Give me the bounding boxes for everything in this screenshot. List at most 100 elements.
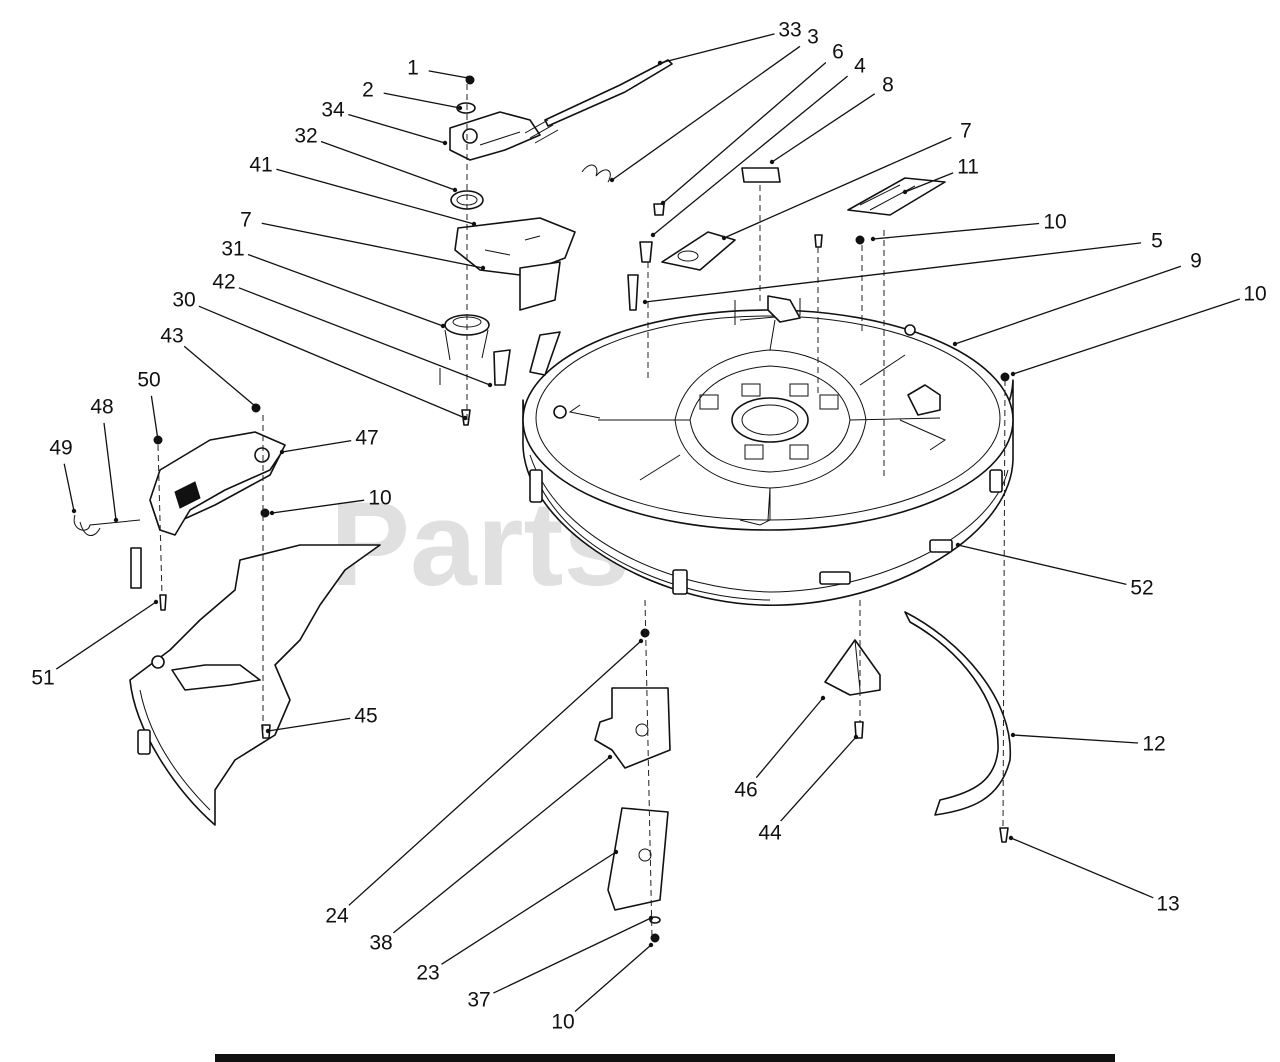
leader-line xyxy=(493,917,652,994)
callout-49: 49 xyxy=(49,437,77,514)
leader-line xyxy=(1012,734,1139,744)
leader-tip xyxy=(462,415,468,421)
callout-51: 51 xyxy=(31,599,159,690)
callout-10: 10 xyxy=(1010,283,1267,377)
deck-baffle-left xyxy=(129,544,381,826)
leader-tip xyxy=(471,221,477,227)
leader-line xyxy=(441,851,617,965)
callout-number: 44 xyxy=(758,822,782,845)
callout-50: 50 xyxy=(137,369,161,443)
leader-line xyxy=(659,33,775,64)
leader-tip xyxy=(613,849,619,855)
leader-tip xyxy=(1008,835,1014,841)
leader-tip xyxy=(279,449,285,455)
leader-line xyxy=(662,62,827,204)
callout-44: 44 xyxy=(758,734,859,845)
callout-number: 9 xyxy=(1190,250,1202,273)
leader-line xyxy=(348,640,642,906)
callout-number: 50 xyxy=(137,369,160,392)
callout-42: 42 xyxy=(212,271,493,388)
callout-52: 52 xyxy=(955,542,1154,600)
leader-line xyxy=(55,601,157,670)
leader-tip xyxy=(480,265,486,271)
leader-line xyxy=(644,242,1142,303)
leader-line xyxy=(261,222,484,269)
callout-number: 2 xyxy=(362,79,374,102)
callout-number: 10 xyxy=(368,487,391,510)
decals-and-shields xyxy=(627,167,1010,382)
leader-line xyxy=(904,172,954,193)
leader-tip xyxy=(820,695,826,701)
leader-tip xyxy=(952,341,958,347)
leader-line xyxy=(383,92,461,109)
leader-tip xyxy=(113,517,119,523)
callout-number: 41 xyxy=(249,154,272,177)
leader-tip xyxy=(721,235,727,241)
callout-23: 23 xyxy=(416,849,619,985)
callout-number: 51 xyxy=(31,667,54,690)
callout-7: 7 xyxy=(240,209,486,271)
callout-10: 10 xyxy=(551,942,654,1034)
leader-tip xyxy=(642,299,648,305)
leader-line xyxy=(957,544,1127,586)
leader-tip xyxy=(660,200,666,206)
leader-line xyxy=(723,136,952,239)
leader-line xyxy=(238,287,491,386)
leader-line xyxy=(755,697,824,779)
leader-tip xyxy=(457,105,463,111)
leader-line xyxy=(954,265,1182,345)
callout-number: 47 xyxy=(355,427,378,450)
leader-tip xyxy=(487,382,493,388)
callout-number: 7 xyxy=(960,120,972,143)
callout-number: 10 xyxy=(1243,283,1266,306)
callout-number: 31 xyxy=(221,238,244,261)
leader-tip xyxy=(870,236,876,242)
leader-tip xyxy=(955,542,961,548)
callout-number: 12 xyxy=(1142,733,1165,756)
leader-tip xyxy=(638,638,644,644)
callout-number: 37 xyxy=(467,989,490,1012)
leader-tip xyxy=(269,510,275,516)
callout-47: 47 xyxy=(279,427,379,455)
callout-number: 7 xyxy=(240,209,252,232)
leader-tip xyxy=(252,403,258,409)
callout-32: 32 xyxy=(294,125,458,193)
callout-number: 11 xyxy=(957,156,979,179)
callout-number: 30 xyxy=(172,289,195,312)
callout-number: 32 xyxy=(294,125,317,148)
callout-5: 5 xyxy=(642,230,1163,305)
callout-4: 4 xyxy=(650,55,866,238)
leader-line xyxy=(1010,837,1154,899)
callout-10: 10 xyxy=(870,211,1067,242)
lower-baffles xyxy=(594,628,671,943)
leader-line xyxy=(771,93,876,163)
leader-line xyxy=(348,113,446,144)
callout-2: 2 xyxy=(362,79,463,111)
callout-number: 10 xyxy=(551,1011,574,1034)
leader-line xyxy=(392,756,611,934)
leader-tip xyxy=(153,599,159,605)
leader-line xyxy=(611,45,801,181)
leader-tip xyxy=(657,60,663,66)
callout-number: 5 xyxy=(1151,230,1163,253)
mower-deck-housing xyxy=(522,295,1014,606)
leader-tip xyxy=(648,942,654,948)
callout-number: 33 xyxy=(778,19,801,42)
callout-number: 13 xyxy=(1156,893,1179,916)
callout-7: 7 xyxy=(721,120,972,241)
callout-9: 9 xyxy=(952,250,1202,347)
leader-tip xyxy=(155,437,161,443)
leader-line xyxy=(150,395,159,441)
leader-line xyxy=(276,168,475,225)
leader-tip xyxy=(265,728,271,734)
callout-3: 3 xyxy=(609,26,819,183)
callout-24: 24 xyxy=(325,638,644,928)
leader-tip xyxy=(769,159,775,165)
callout-number: 23 xyxy=(416,962,439,985)
callout-31: 31 xyxy=(221,238,446,329)
callout-46: 46 xyxy=(734,695,826,802)
leader-line xyxy=(428,70,469,79)
callout-43: 43 xyxy=(160,325,258,409)
callout-37: 37 xyxy=(467,915,654,1012)
